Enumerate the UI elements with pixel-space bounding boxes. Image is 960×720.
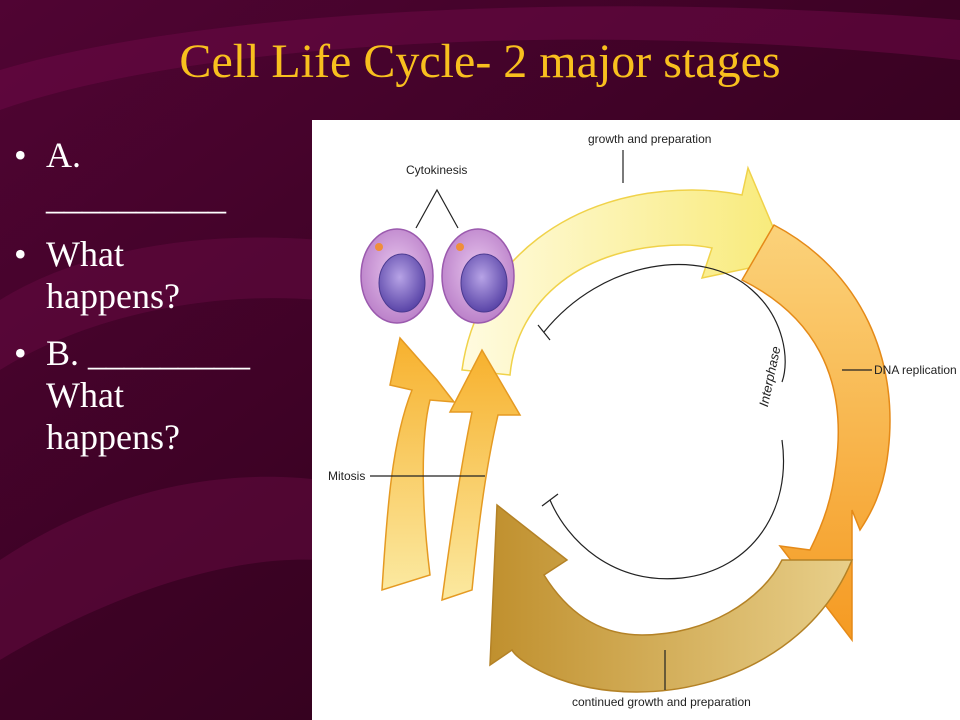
slide-title: Cell Life Cycle- 2 major stages [179, 35, 781, 88]
interphase-bracket-lower [549, 439, 784, 580]
interphase-bracket-tick-lower [541, 493, 559, 507]
bullet-item: • B. _________ What happens? [14, 332, 304, 458]
mitosis-arrow-right [441, 348, 522, 602]
dna-replication-arrow [740, 224, 891, 643]
cytokinesis-label-lines [415, 188, 459, 229]
bullet-item: • A. __________ [14, 134, 304, 218]
interphase-bracket-tick-upper [537, 324, 551, 341]
daughter-cell-right [441, 228, 515, 324]
cell-cycle-svg [360, 150, 891, 693]
cell-cycle-diagram: growth and preparation Cytokinesis DNA r… [312, 120, 960, 720]
daughter-cell-left [360, 228, 434, 324]
mitosis-label: Mitosis [328, 469, 366, 483]
background-swoosh-bottom [0, 476, 320, 660]
bullet-dot-icon: • [14, 234, 27, 274]
bullet-text: What happens? [46, 234, 180, 316]
continued-growth-label: continued growth and preparation [572, 695, 751, 709]
growth-label: growth and preparation [588, 132, 712, 146]
bullet-dot-icon: • [14, 333, 27, 373]
bullet-text: A. __________ [46, 135, 226, 217]
dna-replication-label: DNA replication [874, 363, 957, 377]
bullet-text: B. _________ What happens? [46, 333, 251, 457]
continued-growth-arrow [489, 503, 854, 693]
background-swoosh-left [0, 237, 320, 370]
mitosis-arrow-left [381, 336, 456, 592]
background-swoosh-top [0, 6, 960, 111]
cytokinesis-label: Cytokinesis [406, 163, 468, 177]
bullet-dot-icon: • [14, 135, 27, 175]
bullet-item: • What happens? [14, 233, 304, 317]
bullet-list: • A. __________ • What happens? • B. ___… [14, 134, 304, 473]
growth-arrow [461, 165, 789, 376]
interphase-bracket-upper [543, 264, 786, 383]
